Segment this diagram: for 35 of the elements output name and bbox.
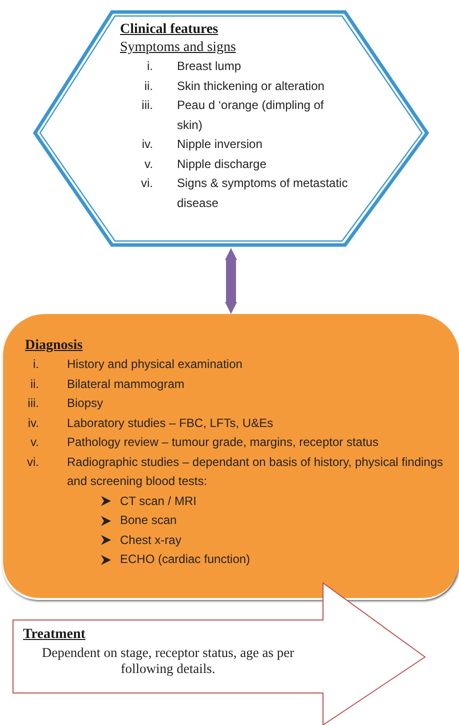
list-item: Chest x-ray	[120, 532, 182, 548]
list-item: Signs & symptoms of metastatic disease	[177, 175, 349, 212]
list-item: CT scan / MRI	[120, 492, 196, 510]
list-item: ECHO (cardiac function)	[120, 551, 250, 568]
list-numeral: vi.	[26, 454, 39, 470]
body-text: Dependent on stage, receptor status, age as per following details.	[40, 645, 296, 677]
list-item: History and physical examination	[67, 356, 244, 373]
subheading: Symptoms and signs	[120, 40, 236, 56]
list-numeral: i.	[32, 356, 39, 373]
list-numeral: ii.	[29, 376, 39, 392]
list-numeral: i.	[146, 58, 153, 75]
list-item: Peau d ‘orange (dimpling of skin)	[177, 97, 325, 134]
list-item: Bone scan	[120, 512, 177, 529]
list-item: Breast lump	[177, 58, 242, 75]
list-item: Bilateral mammogram	[67, 376, 186, 392]
list-numeral: iv.	[140, 136, 153, 153]
list-numeral: iii.	[26, 395, 39, 412]
list-numeral: iv.	[26, 414, 39, 432]
list-numeral: ii.	[143, 78, 153, 94]
list-item: Nipple discharge	[177, 156, 268, 172]
heading: Treatment	[23, 627, 86, 643]
heading: Clinical features	[120, 22, 218, 38]
rounded-box	[3, 314, 459, 598]
list-numeral: v.	[144, 156, 153, 172]
heading: Diagnosis	[25, 338, 83, 354]
list-numeral: vi.	[140, 175, 153, 192]
list-item: Skin thickening or alteration	[177, 78, 326, 94]
list-item: Radiographic studies – dependant on basis of history, physical findings and screening blood tests:	[67, 454, 444, 490]
list-item: Pathology review – tumour grade, margins, receptor status	[67, 434, 380, 451]
list-numeral: iii.	[140, 97, 153, 114]
double-arrow	[225, 248, 237, 314]
list-item: Laboratory studies – FBC, LFTs, U&Es	[67, 414, 274, 432]
list-numeral: v.	[30, 434, 39, 451]
list-item: Biopsy	[67, 395, 104, 412]
list-item: Nipple inversion	[177, 136, 264, 153]
